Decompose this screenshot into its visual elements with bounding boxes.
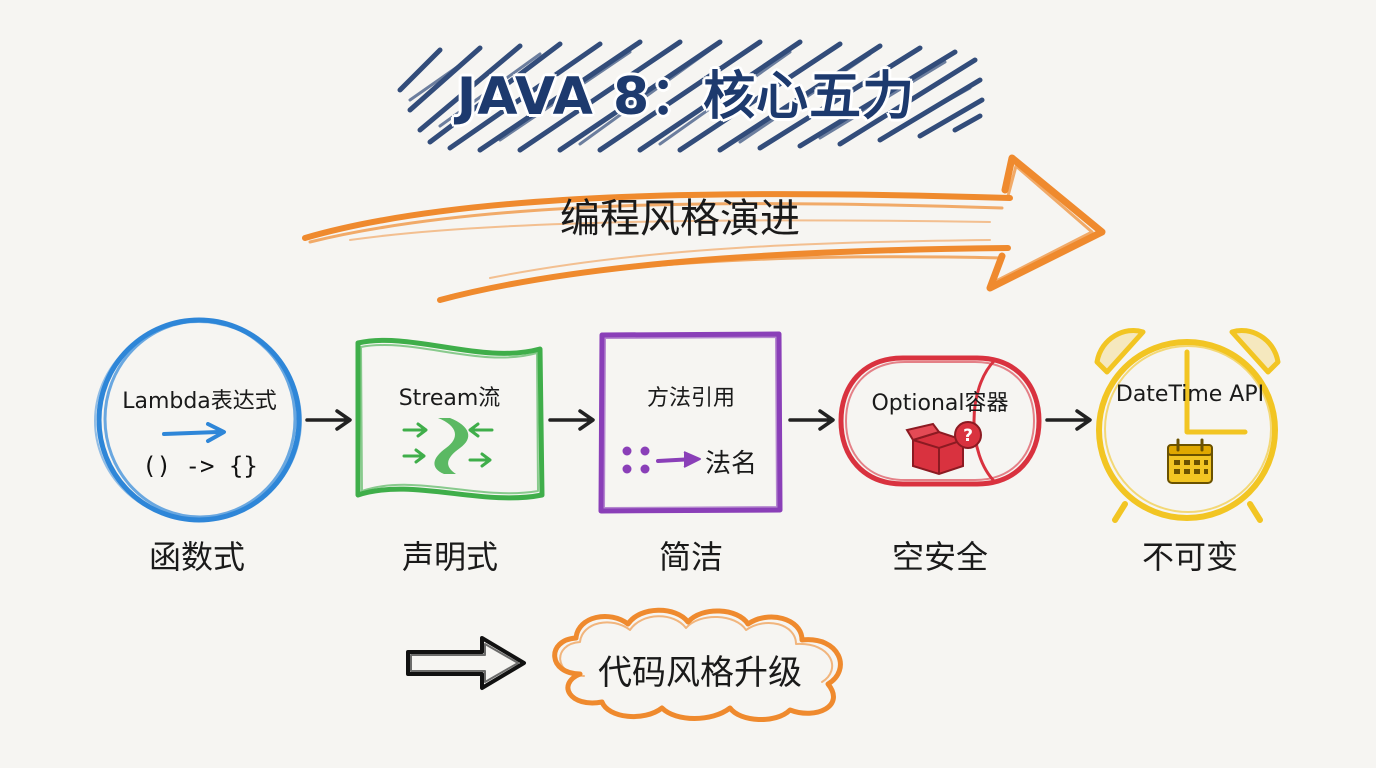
evolution-arrow-label: 编程风格演进 [560,196,800,242]
lambda-label: Lambda表达式 [122,389,277,414]
question-box-icon: ? [905,421,982,476]
method-ref-box [598,331,783,514]
svg-text:?: ? [963,426,973,446]
calendar-icon [1167,438,1213,484]
connector-arrow-icon [1045,409,1092,431]
title-scribble-background [397,39,985,153]
lambda-circle [94,317,302,523]
stream-flag [355,337,545,501]
optional-label: Optional容器 [871,391,1009,416]
lambda-code: () -> {} [142,452,258,480]
stream-subtitle: 声明式 [401,538,498,576]
cloud-shape [552,607,843,722]
method-ref-subtitle: 简洁 [658,538,723,576]
dots-arrow-icon [622,446,701,474]
upgrade-label: 代码风格升级 [598,653,802,693]
arrow-right-icon [162,422,226,443]
winding-road-icon [402,418,494,474]
connector-arrow-icon [788,409,835,431]
stream-label: Stream流 [398,386,501,411]
optional-subtitle: 空安全 [891,538,988,576]
evolution-arrow-icon [302,154,1106,303]
outline-arrow-icon [406,636,526,690]
datetime-label: DateTime API [1115,382,1265,407]
connector-arrow-icon [305,409,352,431]
lambda-subtitle: 函数式 [148,538,245,576]
alarm-clock-icon [1094,328,1281,523]
method-name-text: 法名 [705,449,758,479]
optional-capsule [838,355,1042,487]
method-ref-label: 方法引用 [646,386,735,411]
page-title: JAVA 8：核心五力 [456,67,916,127]
datetime-subtitle: 不可变 [1141,538,1238,576]
connector-arrow-icon [548,409,595,431]
